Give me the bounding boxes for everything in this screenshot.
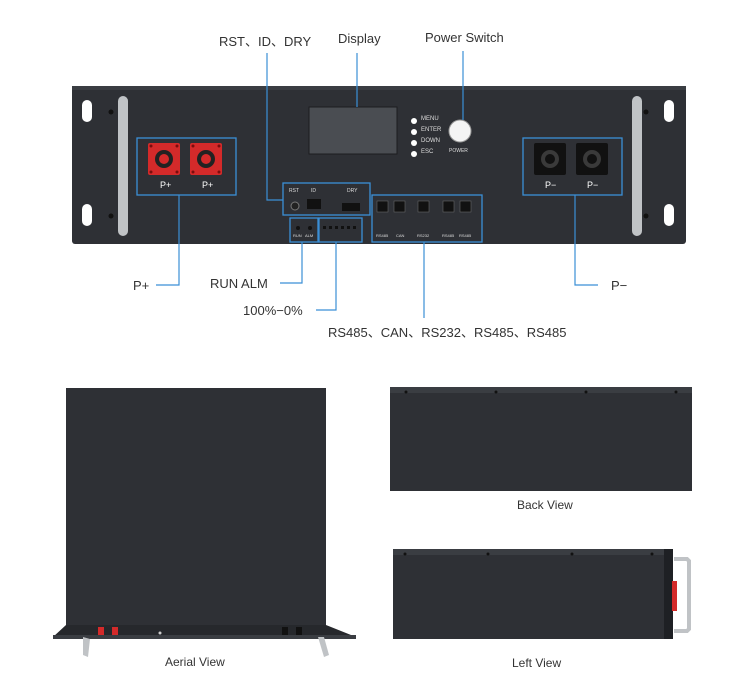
dry-contact-port — [342, 203, 360, 211]
rack-slot — [82, 204, 92, 226]
back-view-image — [390, 387, 692, 491]
enter-button[interactable] — [411, 129, 417, 135]
callout-run-alm: RUN ALM — [210, 276, 268, 291]
callout-comm-ports: RS485、CAN、RS232、RS485、RS485 — [328, 325, 567, 340]
positive-terminal — [190, 143, 222, 175]
front-panel-diagram — [72, 51, 686, 318]
power-switch[interactable] — [448, 119, 472, 143]
esc-button[interactable] — [411, 151, 417, 157]
left-view-image — [393, 549, 691, 639]
callout-rst-id-dry: RST、ID、DRY — [219, 34, 312, 49]
negative-terminal — [576, 143, 608, 175]
can-port — [393, 200, 406, 213]
rst-id-dry-box — [282, 182, 371, 216]
run-alm-box — [289, 217, 319, 243]
callout-display: Display — [338, 31, 381, 46]
id-dip-switch[interactable] — [307, 199, 321, 209]
rs485-port — [442, 200, 455, 213]
aerial-view-label: Aerial View — [165, 655, 225, 669]
callout-power-switch: Power Switch — [425, 30, 504, 45]
left-handle — [118, 96, 128, 236]
left-view-label: Left View — [512, 656, 562, 670]
rack-slot — [664, 100, 674, 122]
reset-button[interactable] — [290, 201, 300, 211]
alarm-led — [308, 226, 312, 230]
back-view-label: Back View — [517, 498, 573, 512]
menu-button[interactable] — [411, 118, 417, 124]
rack-slot — [664, 204, 674, 226]
soc-leds-box — [318, 217, 363, 243]
callout-p-plus: P+ — [133, 278, 150, 293]
run-led — [296, 226, 300, 230]
negative-terminal — [534, 143, 566, 175]
positive-terminal — [148, 143, 180, 175]
rack-slot — [82, 100, 92, 122]
lcd-display — [308, 106, 398, 155]
positive-terminals-box — [136, 137, 237, 196]
rs485-port — [459, 200, 472, 213]
down-button[interactable] — [411, 140, 417, 146]
soc-leds — [323, 226, 356, 229]
aerial-view-image — [53, 388, 356, 657]
negative-terminals-box — [522, 137, 623, 196]
callout-p-minus: P− — [611, 278, 628, 293]
comm-ports-box — [371, 194, 483, 243]
rs232-port — [417, 200, 430, 213]
front-panel — [72, 86, 686, 244]
right-handle — [632, 96, 642, 236]
rs485-port — [376, 200, 389, 213]
callout-soc: 100%−0% — [243, 303, 303, 318]
